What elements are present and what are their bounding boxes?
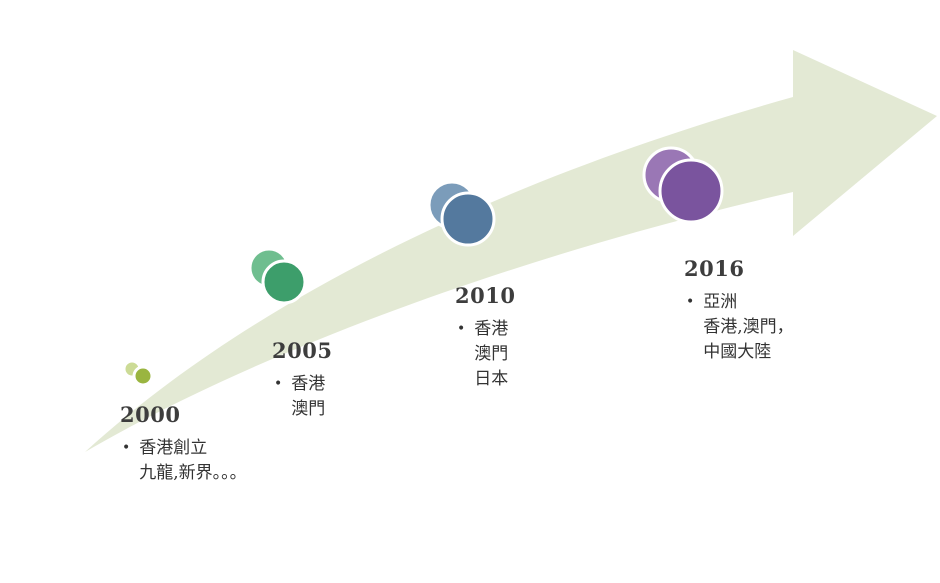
milestone-2016-line-1: 亞洲 — [703, 292, 738, 312]
milestone-2000-line-2: 九龍,新界。。。 — [139, 463, 247, 483]
milestone-2010-line-2: 澳門 — [474, 344, 509, 364]
bullet-glyph: • — [122, 440, 131, 456]
marker-2005-front-circle — [261, 259, 307, 305]
milestone-2010-lines: 香港 澳門 日本 — [474, 317, 508, 392]
arrow-shape — [85, 50, 937, 452]
milestone-2000-line-1: 香港創立 — [139, 438, 208, 458]
milestone-2016-line-3: 中國大陸 — [703, 342, 772, 362]
milestone-2005: 2005 • 香港 澳門 — [272, 338, 332, 422]
milestone-2010-line-3: 日本 — [474, 369, 509, 389]
milestone-2016-lines: 亞洲 香港,澳門， 中國大陸 — [703, 290, 793, 365]
milestone-marker-2000 — [122, 359, 154, 387]
milestone-2016-line-2: 香港,澳門， — [703, 317, 794, 337]
bullet-glyph: • — [457, 321, 466, 337]
milestone-2016-entry: • 亞洲 香港,澳門， 中國大陸 — [684, 290, 794, 365]
milestone-2010-year: 2010 — [455, 283, 516, 308]
marker-2016-front-circle — [658, 158, 724, 224]
milestone-2016: 2016 • 亞洲 香港,澳門， 中國大陸 — [684, 256, 794, 365]
marker-2010-front-circle — [440, 191, 496, 247]
milestone-2000-entry: • 香港創立 九龍,新界。。。 — [120, 436, 247, 486]
marker-2000-front-circle — [132, 365, 154, 387]
bullet-glyph: • — [274, 376, 283, 392]
milestone-2000-year: 2000 — [120, 402, 181, 427]
milestone-marker-2005 — [248, 247, 307, 305]
milestone-2010-line-1: 香港 — [474, 319, 509, 339]
milestone-2010-entry: • 香港 澳門 日本 — [455, 317, 515, 392]
bullet-glyph: • — [686, 294, 695, 310]
milestone-2000: 2000 • 香港創立 九龍,新界。。。 — [120, 402, 247, 486]
milestone-2000-lines: 香港創立 九龍,新界。。。 — [139, 436, 246, 486]
milestone-2005-year: 2005 — [272, 338, 333, 363]
milestone-marker-2016 — [642, 146, 724, 224]
milestone-2016-year: 2016 — [684, 256, 745, 281]
milestone-2005-line-1: 香港 — [291, 374, 326, 394]
milestone-2010: 2010 • 香港 澳門 日本 — [455, 283, 515, 392]
milestone-2005-entry: • 香港 澳門 — [272, 372, 332, 422]
milestone-2005-line-2: 澳門 — [291, 399, 326, 419]
milestone-marker-2010 — [427, 180, 496, 247]
milestone-2005-lines: 香港 澳門 — [291, 372, 325, 422]
